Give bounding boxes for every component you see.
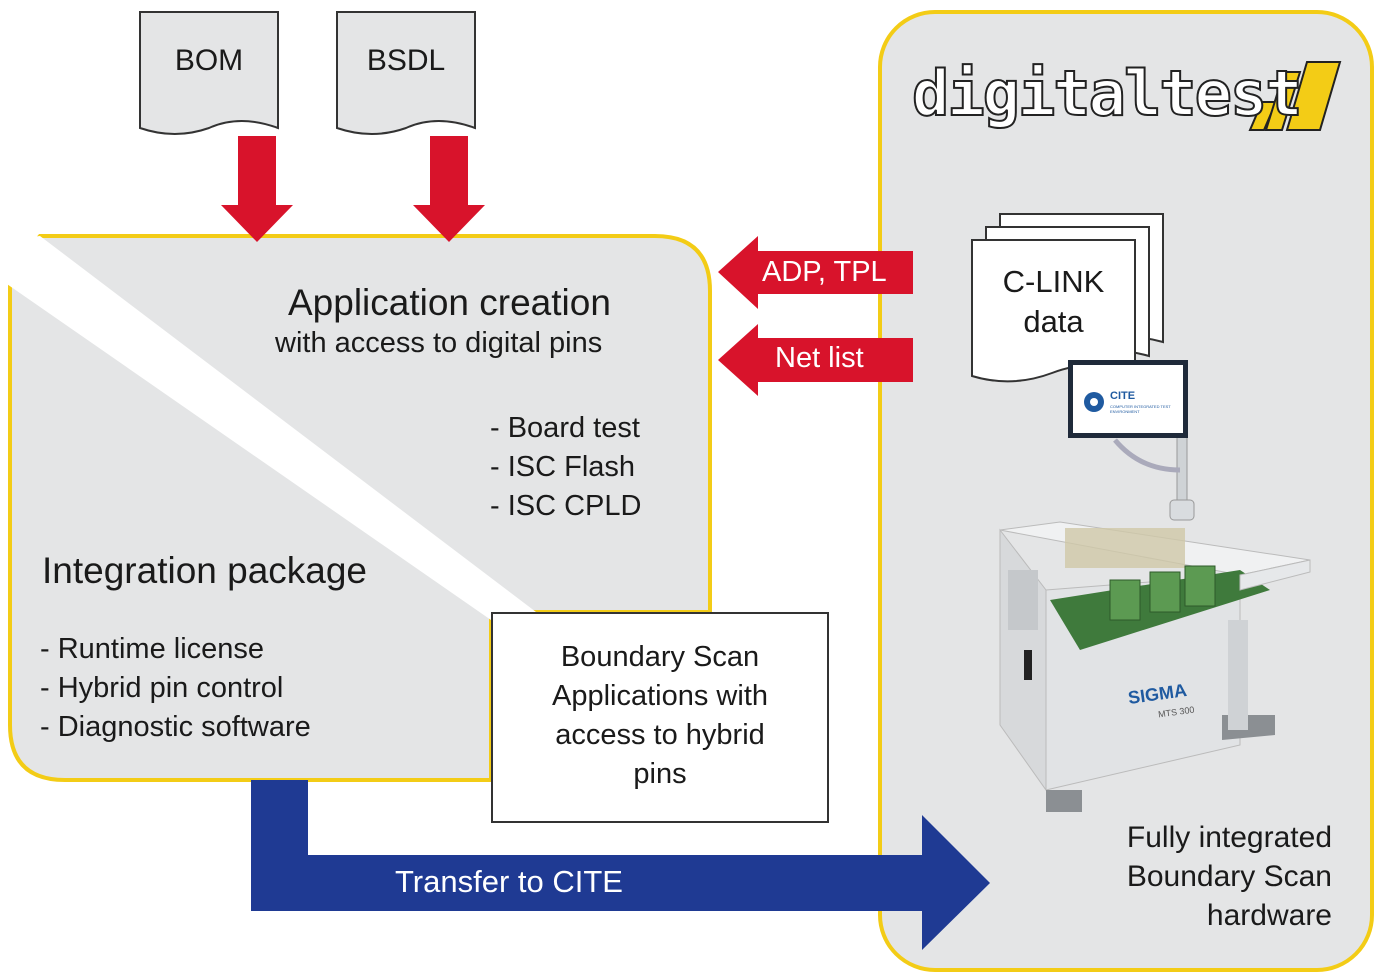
list-item: - Runtime license (40, 633, 265, 665)
net-list-arrow (718, 324, 913, 396)
test-system-cabinet (999, 521, 1311, 812)
diagonal-divider (4, 236, 536, 620)
monitor-brand: CITE (1110, 390, 1136, 402)
bsdl-label: BSDL (366, 44, 446, 77)
list-item: - Board test (490, 412, 640, 444)
bom-label: BOM (174, 44, 244, 77)
clink-label: C-LINK data (972, 262, 1135, 342)
clink-line: data (1023, 304, 1084, 339)
logo-mark-icon (1248, 61, 1342, 131)
integration-list: - Runtime license - Hybrid pin control -… (40, 630, 311, 747)
bsdl-arrow (413, 136, 485, 242)
bs-line: Applications with (552, 680, 768, 712)
integration-title: Integration package (42, 550, 368, 591)
app-creation-title: Application creation (288, 282, 611, 323)
bs-applications-text: Boundary Scan Applications with access t… (493, 638, 827, 794)
bom-document-shape (139, 11, 279, 135)
bs-line: pins (633, 758, 687, 790)
adp-tpl-label: ADP, TPL (762, 256, 887, 288)
transfer-arrow (251, 780, 990, 950)
app-creation-list: - Board test - ISC Flash - ISC CPLD (490, 409, 641, 526)
transfer-label: Transfer to CITE (395, 864, 623, 899)
bom-arrow (221, 136, 293, 242)
digitaltest-logo: digitaltest (911, 56, 1304, 131)
caption-line: Fully integrated (1126, 821, 1332, 854)
monitor (1068, 360, 1188, 438)
bsdl-document-shape (336, 11, 476, 135)
clink-line: C-LINK (1002, 264, 1105, 299)
net-list-label: Net list (775, 342, 864, 374)
bs-line: access to hybrid (555, 719, 765, 751)
app-creation-subtitle: with access to digital pins (275, 327, 603, 359)
monitor-arm (1113, 419, 1195, 521)
list-item: - Hybrid pin control (40, 672, 284, 704)
list-item: - Diagnostic software (40, 711, 311, 743)
adp-tpl-arrow (718, 236, 913, 309)
bs-line: Boundary Scan (560, 641, 760, 673)
list-item: - ISC CPLD (490, 490, 642, 522)
bs-applications-box: Boundary Scan Applications with access t… (491, 612, 829, 823)
monitor-tagline: COMPUTER INTEGRATED TEST ENVIRONMENT (1110, 404, 1171, 414)
caption-line: hardware (1206, 899, 1332, 932)
hardware-caption: Fully integrated Boundary Scan hardware (1127, 818, 1332, 935)
caption-line: Boundary Scan (1126, 860, 1332, 893)
list-item: - ISC Flash (490, 451, 636, 483)
